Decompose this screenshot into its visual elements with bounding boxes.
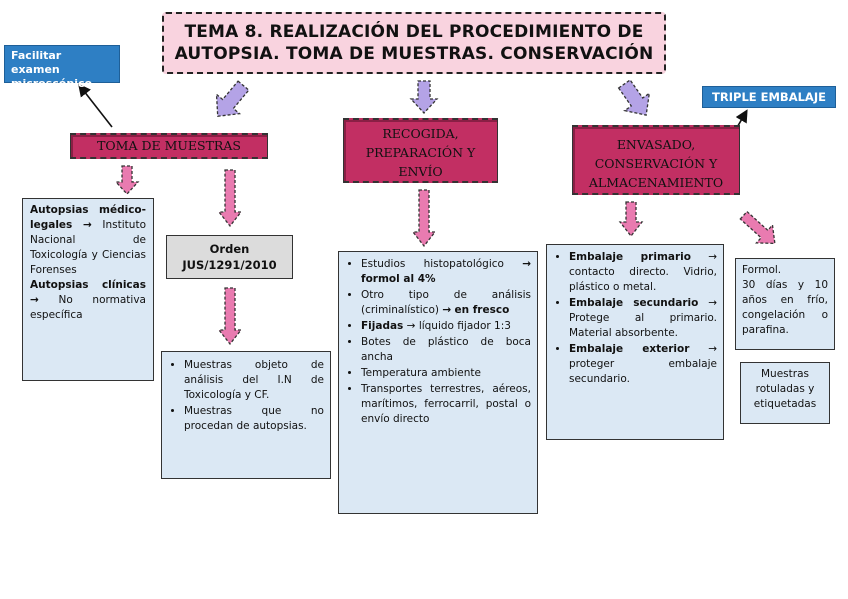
pink-arrow-formol — [739, 210, 776, 245]
autopsias-cl-text: No normativa específica — [30, 294, 146, 321]
page-title: TEMA 8. REALIZACIÓN DEL PROCEDIMIENTO DE… — [162, 12, 666, 74]
title-line-1: TEMA 8. REALIZACIÓN DEL PROCEDIMIENTO DE — [184, 22, 644, 42]
list-item: Temperatura ambiente — [361, 366, 531, 381]
arrow-glyph: → — [82, 219, 92, 231]
list-item: Transportes terrestres, aéreos, marítimo… — [361, 382, 531, 427]
ribbon-recogida-line-2: PREPARACIÓN Y — [365, 145, 476, 160]
arrow-glyph: → — [708, 343, 718, 355]
box-formol: Formol. 30 días y 10 años en frío, conge… — [735, 258, 835, 350]
embalaje-secundario-text: Protege al primario. Material absorbente… — [569, 312, 717, 339]
arrow-glyph: → — [522, 258, 531, 270]
arrow-glyph: → — [406, 320, 416, 332]
box-orden: Orden JUS/1291/2010 — [166, 235, 293, 279]
ribbon-toma-de-muestras: TOMA DE MUESTRAS — [70, 133, 268, 159]
list-item: Embalaje primario → contacto directo. Vi… — [569, 250, 717, 295]
list-item: Estudios histopatológico → formol al 4% — [361, 257, 531, 287]
formol-line-1: Formol. — [742, 264, 782, 276]
pink-arrow-muestras — [217, 287, 243, 346]
list-item: Fijadas → líquido fijador 1:3 — [361, 319, 531, 334]
estudios-item-2-text: Otro tipo de análisis (criminalístico) — [361, 289, 531, 316]
orden-line-2: JUS/1291/2010 — [182, 258, 277, 272]
ribbon-envasado-line-3: ALMACENAMIENTO — [588, 175, 724, 190]
embalaje-exterior-title: Embalaje exterior — [569, 343, 690, 355]
purple-arrow-right — [617, 79, 651, 116]
autopsias-ml-text: Instituto Nacional de Toxicología y Cien… — [30, 219, 146, 276]
tag-facilitar-examen: Facilitar examen microscópico — [4, 45, 120, 90]
pink-arrow-orden — [217, 169, 243, 228]
box-embalaje: Embalaje primario → contacto directo. Vi… — [546, 244, 724, 440]
ribbon-recogida-line-3: ENVÍO — [398, 164, 443, 179]
list-item: Otro tipo de análisis (criminalístico) →… — [361, 288, 531, 318]
pink-arrow-estudios — [411, 189, 437, 248]
list-item: Embalaje exterior → proteger embalaje se… — [569, 342, 717, 387]
embalaje-primario-text: contacto directo. Vidrio, plástico o met… — [569, 266, 717, 293]
ribbon-envasado: ENVASADO, CONSERVACIÓN Y ALMACENAMIENTO — [572, 125, 740, 195]
arrow-glyph: → — [30, 294, 39, 306]
purple-arrow-left — [215, 80, 250, 117]
pink-arrow-embalaje — [618, 201, 644, 238]
autopsias-ml-title: Autopsias médico-legales — [30, 204, 146, 231]
list-item: Muestras objeto de análisis del I.N de T… — [184, 358, 324, 403]
ribbon-recogida: RECOGIDA, PREPARACIÓN Y ENVÍO — [343, 118, 498, 183]
box-rotuladas: Muestras rotuladas y etiquetadas — [740, 362, 830, 424]
list-item: Embalaje secundario → Protege al primari… — [569, 296, 717, 341]
formol-text: 30 días y 10 años en frío, congelación o… — [742, 279, 828, 336]
estudios-item-2-bold: en fresco — [454, 304, 510, 316]
embalaje-primario-title: Embalaje primario — [569, 251, 691, 263]
ribbon-envasado-line-1: ENVASADO, — [616, 137, 696, 152]
embalaje-exterior-text: proteger embalaje secundario. — [569, 358, 717, 385]
title-line-2: AUTOPSIA. TOMA DE MUESTRAS. CONSERVACIÓN — [174, 44, 654, 64]
connector-to-facilitar — [78, 83, 113, 128]
estudios-item-1-text: Estudios histopatológico — [361, 258, 504, 270]
pink-arrow-autopsias — [114, 165, 140, 195]
box-estudios: Estudios histopatológico → formol al 4% … — [338, 251, 538, 514]
ribbon-recogida-line-1: RECOGIDA, — [382, 126, 459, 141]
orden-line-1: Orden — [209, 242, 250, 256]
purple-arrow-center — [409, 80, 439, 114]
estudios-item-3-bold: Fijadas — [361, 320, 404, 332]
arrow-glyph: → — [708, 297, 717, 309]
arrow-glyph: → — [442, 304, 452, 316]
list-item: Botes de plástico de boca ancha — [361, 335, 531, 365]
arrow-glyph: → — [708, 251, 717, 263]
ribbon-envasado-line-2: CONSERVACIÓN Y — [594, 156, 718, 171]
tag-facilitar-line-2: microscópico — [11, 77, 93, 90]
autopsias-cl-title: Autopsias clínicas — [30, 279, 146, 291]
embalaje-secundario-title: Embalaje secundario — [569, 297, 699, 309]
tag-triple-embalaje: TRIPLE EMBALAJE — [702, 86, 836, 108]
box-autopsias: Autopsias médico-legales → Instituto Nac… — [22, 198, 154, 381]
box-muestras: Muestras objeto de análisis del I.N de T… — [161, 351, 331, 479]
estudios-item-1-bold: formol al 4% — [361, 273, 436, 285]
estudios-item-3-text: líquido fijador 1:3 — [418, 320, 511, 332]
tag-facilitar-line-1: Facilitar examen — [11, 49, 62, 76]
list-item: Muestras que no procedan de autopsias. — [184, 404, 324, 434]
